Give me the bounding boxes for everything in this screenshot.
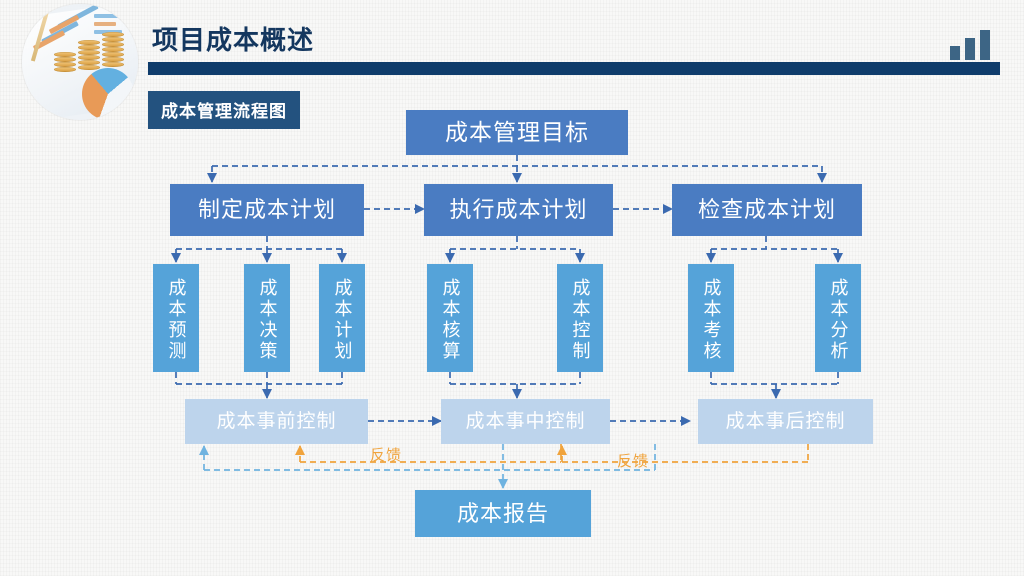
flow-node-label: 成本分析 — [828, 278, 849, 362]
flow-node-label: 检查成本计划 — [697, 197, 836, 223]
accent-bar-3 — [980, 30, 990, 60]
photo-sidebar-2 — [94, 22, 116, 26]
feedback-label-left: 反馈 — [370, 444, 402, 465]
flow-node-cost-forecast[interactable]: 成本预测 — [153, 264, 199, 372]
flow-node-label: 成本预测 — [166, 278, 187, 362]
flow-node-goal[interactable]: 成本管理目标 — [406, 110, 628, 155]
accent-bar-2 — [965, 38, 975, 60]
flow-node-do[interactable]: 执行成本计划 — [424, 184, 613, 236]
accent-bar-1 — [950, 46, 960, 60]
page-title: 项目成本概述 — [152, 25, 315, 55]
feedback-label-text: 反馈 — [617, 453, 650, 470]
flow-node-cost-decision[interactable]: 成本决策 — [244, 264, 290, 372]
flow-node-label: 成本事前控制 — [216, 410, 337, 432]
photo-sidebar-1 — [94, 14, 124, 18]
section-badge: 成本管理流程图 — [148, 91, 300, 129]
flow-node-label: 成本考核 — [701, 278, 722, 362]
flow-node-label: 成本事中控制 — [465, 410, 586, 432]
feedback-label-right: 反馈 — [617, 450, 649, 471]
flow-node-cost-control[interactable]: 成本控制 — [557, 264, 603, 372]
flow-node-label: 成本管理目标 — [445, 119, 589, 146]
flow-node-plan[interactable]: 制定成本计划 — [170, 184, 364, 236]
flow-node-label: 成本决策 — [257, 278, 278, 362]
flow-node-cost-accounting[interactable]: 成本核算 — [427, 264, 473, 372]
flow-node-label: 成本核算 — [440, 278, 461, 362]
flow-node-check[interactable]: 检查成本计划 — [672, 184, 862, 236]
flow-node-label: 成本控制 — [570, 278, 591, 362]
flow-node-label: 成本事后控制 — [725, 410, 846, 432]
header-divider-bar — [148, 62, 1000, 75]
photo-pie-chart — [82, 68, 134, 120]
flow-node-post-control[interactable]: 成本事后控制 — [698, 399, 873, 444]
flow-node-cost-report[interactable]: 成本报告 — [415, 490, 591, 537]
flow-node-cost-plan[interactable]: 成本计划 — [319, 264, 365, 372]
flow-node-label: 执行成本计划 — [449, 197, 588, 223]
flow-node-label: 成本报告 — [456, 500, 549, 526]
flow-node-cost-assessment[interactable]: 成本考核 — [688, 264, 734, 372]
flow-node-mid-control[interactable]: 成本事中控制 — [441, 399, 610, 444]
flow-node-cost-analysis[interactable]: 成本分析 — [815, 264, 861, 372]
header-photo — [22, 4, 138, 120]
flow-node-label: 成本计划 — [332, 278, 353, 362]
flow-node-pre-control[interactable]: 成本事前控制 — [185, 399, 368, 444]
flow-node-label: 制定成本计划 — [197, 197, 336, 223]
header-accent-bars-icon — [950, 28, 990, 60]
feedback-label-text: 反馈 — [370, 447, 403, 464]
